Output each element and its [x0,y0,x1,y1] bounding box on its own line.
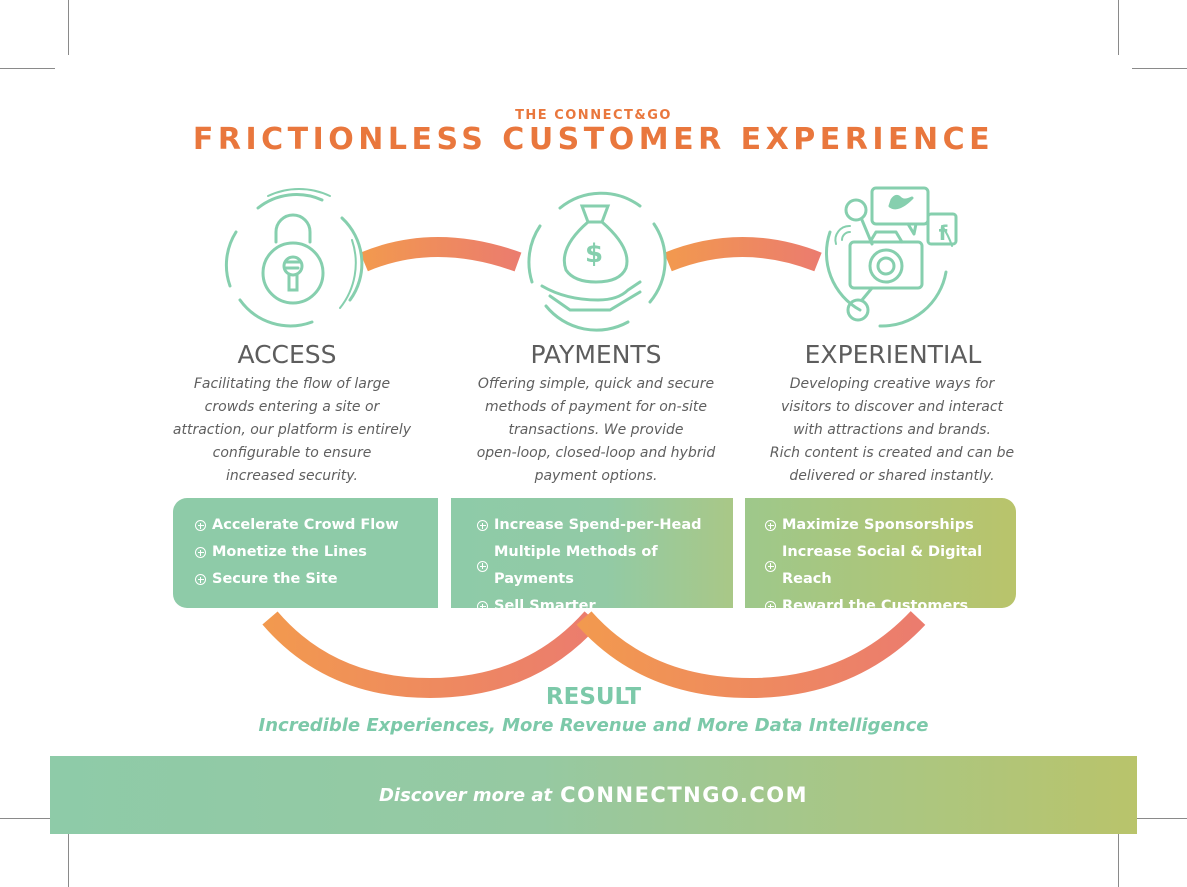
benefit-item: Reward the Customers [765,593,1016,620]
benefit-label: Sell Smarter [494,598,596,614]
description-line: Offering simple, quick and secure [477,376,715,392]
plus-circle-icon [765,601,776,612]
crop-mark [0,68,55,69]
plus-circle-icon [477,520,488,531]
benefit-item: Secure the Site [195,566,438,593]
plus-circle-icon [195,547,206,558]
description-line: delivered or shared instantly. [789,468,995,484]
benefit-item: Increase Social & Digital Reach [765,539,1016,593]
column-title-payments: PAYMENTS [530,340,662,369]
crop-mark [68,832,69,887]
column-description-access: Facilitating the flow of large crowds en… [152,373,432,488]
benefit-item: Maximize Sponsorships [765,512,1016,539]
padlock-icon [224,187,364,328]
camera-social-icon: f [825,186,958,328]
benefit-label: Reward the Customers [782,598,969,614]
crop-mark [68,0,69,55]
benefit-label: Monetize the Lines [212,544,367,560]
description-line: transactions. We provide [508,422,684,438]
benefit-label: Accelerate Crowd Flow [212,517,399,533]
benefits-box-payments: Increase Spend-per-Head Multiple Methods… [451,498,733,614]
description-line: Facilitating the flow of large [193,376,391,392]
page-title: FRICTIONLESS CUSTOMER EXPERIENCE [192,122,995,157]
footer-banner: Discover more at CONNECTNGO.COM [50,756,1137,834]
plus-circle-icon [477,601,488,612]
svg-text:$: $ [585,239,603,269]
description-line: attraction, our platform is entirely [172,422,412,438]
crop-mark [1132,818,1187,819]
description-line: configurable to ensure [212,445,372,461]
benefit-label: Maximize Sponsorships [782,517,974,533]
page-kicker: THE CONNECT&GO [515,108,672,123]
benefit-label: Multiple Methods of Payments [494,544,658,587]
svg-text:f: f [939,221,948,245]
benefits-box-experiential: Maximize Sponsorships Increase Social & … [745,498,1016,614]
benefit-item: Monetize the Lines [195,539,438,566]
description-line: with attractions and brands. [793,422,991,438]
result-arc [576,611,926,699]
footer-prefix: Discover more at [378,784,553,806]
description-line: Rich content is created and can be [769,445,1015,461]
benefit-item: Multiple Methods of Payments [477,539,733,593]
crop-mark [1118,0,1119,55]
crop-mark [1118,832,1119,887]
plus-circle-icon [765,520,776,531]
benefit-label: Increase Social & Digital Reach [782,544,983,587]
plus-circle-icon [195,574,206,585]
benefits-box-access: Accelerate Crowd Flow Monetize the Lines… [173,498,438,608]
description-line: visitors to discover and interact [780,399,1004,415]
result-subtitle: Incredible Experiences, More Revenue and… [258,715,929,736]
crop-mark [0,818,55,819]
column-title-experiential: EXPERIENTIAL [804,340,982,369]
benefit-item: Sell Smarter [477,593,733,620]
description-line: Developing creative ways for [789,376,995,392]
plus-circle-icon [765,560,776,572]
benefit-item: Increase Spend-per-Head [477,512,733,539]
description-line: open-loop, closed-loop and hybrid [476,445,716,461]
benefit-label: Increase Spend-per-Head [494,517,702,533]
result-title: RESULT [545,684,642,710]
column-description-payments: Offering simple, quick and secure method… [456,373,736,488]
plus-circle-icon [195,520,206,531]
crop-mark [1132,68,1187,69]
column-title-access: ACCESS [237,340,337,369]
description-line: methods of payment for on-site [484,399,708,415]
description-line: payment options. [534,468,658,484]
connector-arc [360,237,522,272]
benefit-label: Secure the Site [212,571,338,587]
column-description-experiential: Developing creative ways for visitors to… [752,373,1032,488]
website-link[interactable]: CONNECTNGO.COM [560,783,808,807]
money-bag-hand-icon: $ [527,191,667,332]
description-line: crowds entering a site or [204,399,380,415]
benefit-item: Accelerate Crowd Flow [195,512,438,539]
plus-circle-icon [477,560,488,572]
connector-arc [664,237,822,272]
result-arc [262,611,600,699]
description-line: increased security. [226,468,358,484]
